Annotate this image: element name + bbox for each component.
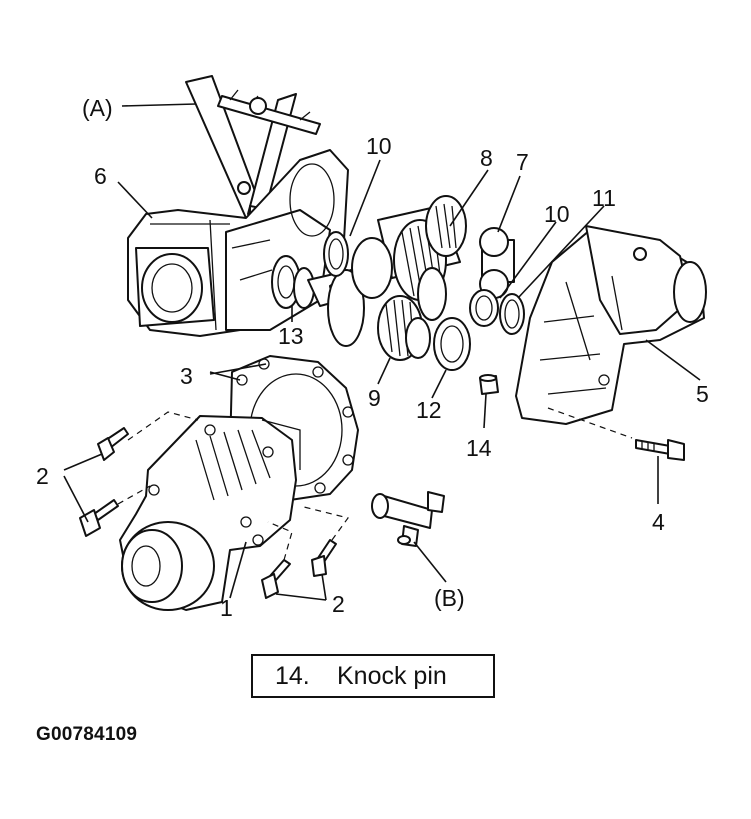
label-tool-a: (A) [82,95,113,121]
callout-labels: (A) 6 10 8 7 10 11 13 3 5 9 12 14 2 4 2 … [36,95,709,621]
part-8-9-gear-shafts [307,195,467,361]
label-5: 5 [696,381,709,407]
part-2-bolt-upper [97,427,129,461]
figure-id: G00784109 [36,724,138,745]
label-tool-b: (B) [434,585,465,611]
part-10-snap-ring-right [469,289,499,327]
part-2-bolt-lower-right [311,539,337,577]
part-2-bolt-lower-mid [261,559,291,599]
label-13: 13 [278,323,304,349]
special-tool-b [371,491,445,547]
label-7: 7 [516,149,529,175]
part-7-bearing [479,227,515,299]
legend-number: 14. [275,661,310,690]
label-2-left: 2 [36,463,49,489]
label-8: 8 [480,145,493,171]
part-13-bearing [271,255,315,309]
part-12-bearing [433,317,471,371]
part-1-extension-case [119,415,301,611]
part-4-bolt [635,439,685,461]
legend-text: Knock pin [337,661,447,690]
label-10-right: 10 [544,201,570,227]
part-10-snap-ring-left [323,231,349,277]
label-11: 11 [592,185,616,211]
label-4: 4 [652,509,665,535]
part-11-oil-seal [499,293,525,335]
legend-box: 14. Knock pin [251,654,495,698]
label-1: 1 [220,595,233,621]
label-9: 9 [368,385,381,411]
label-14: 14 [466,435,492,461]
label-10-upper: 10 [366,133,392,159]
label-2-bottom: 2 [332,591,345,617]
label-6: 6 [94,163,107,189]
special-tool-a [185,75,321,225]
label-12: 12 [416,397,442,423]
part-5-front-case [515,225,707,425]
assembly-dash-lines [117,407,633,561]
part-14-knock-pin [479,374,499,395]
leader-lines [63,103,701,601]
label-3: 3 [180,363,193,389]
